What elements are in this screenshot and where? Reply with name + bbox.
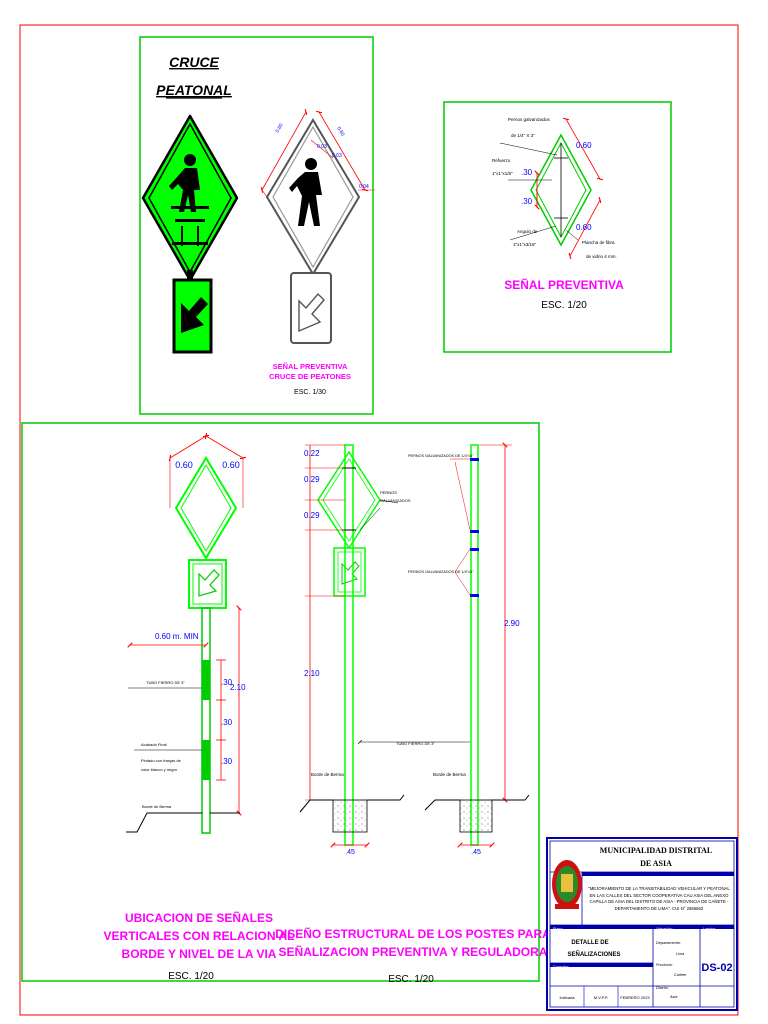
note-refuerzo-2: 1"x1"x1/8": [492, 171, 513, 176]
note-tubo-fierro: TUBO FIERRO DE 3": [396, 741, 435, 746]
note-refuerzo-1: Refuerzo: [492, 158, 511, 163]
tb-lamina-label: Lamina:: [703, 927, 716, 931]
caption-senal-preventiva: SEÑAL PREVENTIVA: [273, 362, 348, 371]
note-angulo-2: 1"x1"x3/16": [513, 242, 536, 247]
dim-060-left: 0.60: [275, 122, 285, 134]
tb-dep-label: Departamento:: [656, 941, 681, 945]
tb-consultor-label: Consultor:: [553, 965, 569, 969]
dim-210: 2.10: [230, 683, 246, 692]
note-pernos-top: PERNOS GALVANIZADOS DE 1/4"x3": [408, 454, 474, 458]
tb-dep-value: Lima: [676, 952, 684, 956]
note-pernos-b: GALVANIZADOS: [380, 498, 411, 503]
scale-1-20-b: ESC. 1/20: [168, 971, 214, 982]
note-acabado: Acabado Final: [141, 742, 167, 747]
tb-dist-value: Asia: [669, 995, 677, 999]
dim-060-upper: 0.60: [576, 141, 592, 150]
pole-stripe-1: [202, 660, 210, 700]
caption-ubicacion-1: UBICACION DE SEÑALES: [125, 910, 273, 925]
dim-045-b: .45: [471, 849, 481, 856]
municipal-seal-logo: [552, 860, 582, 909]
tb-proyecto-label: Proyecto:: [585, 876, 600, 880]
tb-escala: Indicada: [559, 995, 575, 1000]
tb-sheet-number: DS-02: [701, 962, 732, 974]
tb-plano-title-1: DETALLE DE: [571, 940, 608, 946]
note-pernos-1: Pernos galvanizados: [508, 117, 551, 122]
note-pintado-2: color blanco y negro: [141, 767, 178, 772]
senal-preventiva-detail: [499, 119, 600, 256]
tb-dist-label: Distrito:: [656, 986, 669, 990]
tb-date: FEBRERO 2023: [620, 995, 650, 1000]
panel-cruce-peatonal: [139, 36, 374, 415]
dim-30-3: .30: [221, 757, 233, 766]
dim-022: 0.22: [304, 449, 320, 458]
note-plancha-1: Plancha de fibra: [582, 240, 615, 245]
cruce-peatonal-outline-sign: [262, 112, 375, 344]
panel-senal-preventiva: [443, 101, 672, 353]
panel-ubicacion-y-diseno: [21, 422, 540, 982]
dim-30-1: .30: [221, 678, 233, 687]
pole-stripe-2: [202, 740, 210, 780]
caption-ubicacion-3: BORDE Y NIVEL DE LA VIA: [122, 947, 277, 961]
note-angulo-1: Angulo de: [517, 229, 538, 234]
dim-060-right: 0.60: [335, 126, 345, 138]
caption-diseno-1: DISEÑO ESTRUCTURAL DE LOS POSTES PARA: [275, 926, 551, 941]
cruce-peatonal-colored-sign: [141, 114, 239, 354]
caption-ubicacion-2: VERTICALES CON RELACION AL: [104, 929, 295, 943]
tb-plano-title-2: SEÑALIZACIONES: [567, 951, 620, 958]
note-borde-berma: Borde de Berma: [142, 804, 172, 809]
note-pernos-bottom: PERNOS GALVANIZADOS DE 1/4"x3": [408, 570, 474, 574]
title-block: [546, 837, 738, 1011]
arrow-outline-icon: [298, 292, 325, 333]
dim-003-b: 0.03: [332, 153, 342, 159]
tb-project-description: "MEJORAMIENTO DE LA TRANSITABILIDAD VEHI…: [588, 886, 730, 911]
sheet-border: [19, 24, 739, 1016]
tb-prov-label: Provincia:: [656, 963, 673, 967]
dim-060-lower: 0.60: [576, 223, 592, 232]
dim-029-b: 0.29: [304, 511, 320, 520]
note-plancha-2: de vidrio 4 mm.: [586, 254, 617, 259]
pedestrian-icon: [169, 154, 209, 246]
note-tubo: TUBO FIERRO DE 3": [146, 680, 185, 685]
note-borde-berma-b: Borde de Berma: [433, 772, 466, 777]
ubicacion-sign-assembly: [126, 436, 243, 834]
tb-ubicacion-label: Ubicación:: [656, 927, 673, 931]
note-borde-berma-a: Borde de Berma: [311, 772, 344, 777]
caption-diseno-2: SEÑALIZACION PREVENTIVA Y REGULADORA: [279, 944, 548, 959]
arrow-down-left-icon: [198, 569, 220, 597]
caption-senal-preventiva-2: SEÑAL PREVENTIVA: [504, 277, 624, 292]
tb-code: M.V.P.P.: [594, 995, 608, 1000]
dim-30-2: .30: [221, 718, 233, 727]
dim-060-top-right: 0.60: [222, 460, 240, 470]
title-peatonal: PEATONAL: [156, 82, 232, 98]
caption-cruce-peatones: CRUCE DE PEATONES: [269, 372, 351, 381]
diseno-poste-front: [299, 444, 405, 845]
dim-290: 2.90: [504, 619, 520, 628]
tb-plano-label: Plano:: [553, 927, 563, 931]
dim-30-b: .30: [521, 197, 533, 206]
dim-004: 0.04: [359, 184, 369, 190]
dim-045-a: .45: [345, 849, 355, 856]
note-pernos-2: de 1/4" X 3": [511, 133, 535, 138]
dim-060-min: 0.60 m. MIN: [155, 632, 199, 641]
note-pintado-1: Pintado con franjas de: [141, 758, 182, 763]
dim-210-b: 2.10: [304, 669, 320, 678]
dim-029-a: 0.29: [304, 475, 320, 484]
dim-30-a: .30: [521, 168, 533, 177]
note-pernos-a: PERNOS: [380, 490, 397, 495]
diseno-poste-side: [360, 445, 530, 845]
arrow-down-left-icon: [181, 297, 208, 333]
scale-1-20-c: ESC. 1/20: [388, 974, 434, 985]
scale-1-30: ESC. 1/30: [294, 389, 326, 396]
scale-1-20-a: ESC. 1/20: [541, 300, 587, 311]
title-cruce: CRUCE: [169, 54, 219, 70]
dim-003-a: 0.03: [317, 144, 327, 150]
tb-entity-1: MUNICIPALIDAD DISTRITAL: [600, 846, 712, 855]
tb-entity-2: DE ASIA: [640, 859, 672, 868]
tb-prov-value: Cañete: [674, 973, 686, 977]
dim-060-top-left: 0.60: [175, 460, 193, 470]
